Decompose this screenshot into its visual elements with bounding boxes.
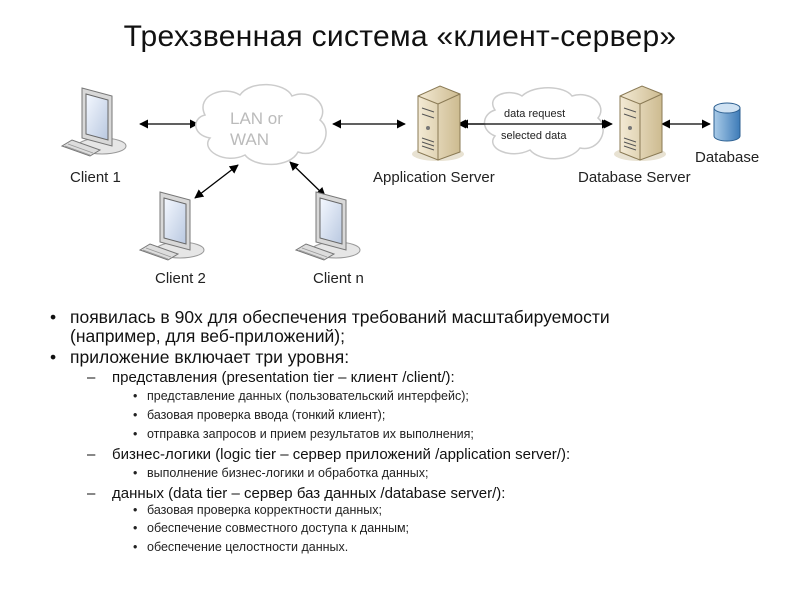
- network-cloud-icon: [195, 83, 327, 166]
- bullet-level1: • приложение включает три уровня:: [50, 347, 350, 368]
- bullet-level3: • базовая проверка ввода (тонкий клиент);: [133, 408, 386, 422]
- bullet-marker: •: [133, 521, 138, 535]
- bullet-marker: •: [50, 307, 57, 327]
- bullet-text: выполнение бизнес-логики и обработка дан…: [147, 466, 429, 480]
- clientn-computer-icon: [295, 191, 361, 261]
- bullet-marker: –: [87, 446, 96, 463]
- database-label: Database: [695, 149, 759, 166]
- clientn-label: Client n: [313, 270, 364, 287]
- bullet-text: данных (data tier – сервер баз данных /d…: [112, 485, 506, 502]
- bullet-level2: –представления (presentation tier – клие…: [87, 369, 455, 386]
- bullet-text: обеспечение целостности данных.: [147, 540, 349, 554]
- bullet-marker: •: [133, 466, 138, 480]
- client1-label: Client 1: [70, 169, 121, 186]
- bullet-text: приложение включает три уровня:: [70, 347, 350, 367]
- bullet-marker: •: [133, 427, 138, 441]
- bullet-marker: •: [50, 347, 57, 367]
- bullet-level1: • появилась в 90х для обеспечения требова…: [50, 307, 610, 328]
- bullet-text: представления (presentation tier – клиен…: [112, 369, 455, 386]
- arrow-network-client2: [194, 164, 239, 199]
- bullet-marker: –: [87, 369, 96, 386]
- bullet-marker: •: [133, 503, 138, 517]
- bullet-level2: –бизнес-логики (logic tier – сервер прил…: [87, 446, 571, 463]
- bullet-level3: • представление данных (пользовательский …: [133, 389, 469, 403]
- client2-computer-icon: [139, 191, 205, 261]
- bullet-text: представление данных (пользовательский и…: [147, 389, 469, 403]
- bullet-text: (например, для веб-приложений);: [70, 326, 345, 346]
- bullet-level1: (например, для веб-приложений);: [70, 326, 345, 347]
- arrow-network-clientn: [289, 161, 326, 197]
- bullet-level3: • отправка запросов и прием результатов и…: [133, 427, 474, 441]
- bullet-text: базовая проверка корректности данных;: [147, 503, 382, 517]
- database-server-label: Database Server: [578, 169, 691, 186]
- bullet-marker: •: [133, 389, 138, 403]
- data-request-label: data request: [504, 108, 565, 120]
- bullet-text: бизнес-логики (logic tier – сервер прило…: [112, 446, 571, 463]
- selected-data-label: selected data: [501, 130, 567, 142]
- database-server-icon: [613, 85, 667, 162]
- bullet-text: базовая проверка ввода (тонкий клиент);: [147, 408, 386, 422]
- bullet-level3: • выполнение бизнес-логики и обработка да…: [133, 466, 429, 480]
- bullet-text: обеспечение совместного доступа к данным…: [147, 521, 410, 535]
- bullet-marker: •: [133, 540, 138, 554]
- application-server-label: Application Server: [373, 169, 495, 186]
- bullet-text: отправка запросов и прием результатов их…: [147, 427, 474, 441]
- bullet-level3: • обеспечение совместного доступа к данны…: [133, 521, 410, 535]
- application-server-icon: [411, 85, 465, 162]
- network-label-line1: LAN or: [230, 109, 283, 128]
- network-label-line2: WAN: [230, 130, 269, 149]
- client2-label: Client 2: [155, 270, 206, 287]
- three-tier-diagram: LAN or WAN data request selected data Cl…: [61, 83, 759, 287]
- bullet-level2: –данных (data tier – сервер баз данных /…: [87, 485, 506, 502]
- bullet-marker: –: [87, 485, 96, 502]
- data-exchange-cloud-icon: [483, 87, 604, 160]
- bullet-level3: • обеспечение целостности данных.: [133, 540, 349, 554]
- database-icon: [713, 102, 741, 142]
- slide-title: Трехзвенная система «клиент-сервер»: [123, 20, 677, 53]
- bullet-marker: •: [133, 408, 138, 422]
- bullet-level3: • базовая проверка корректности данных;: [133, 503, 382, 517]
- bullet-text: появилась в 90х для обеспечения требован…: [70, 307, 610, 327]
- client1-computer-icon: [61, 87, 127, 157]
